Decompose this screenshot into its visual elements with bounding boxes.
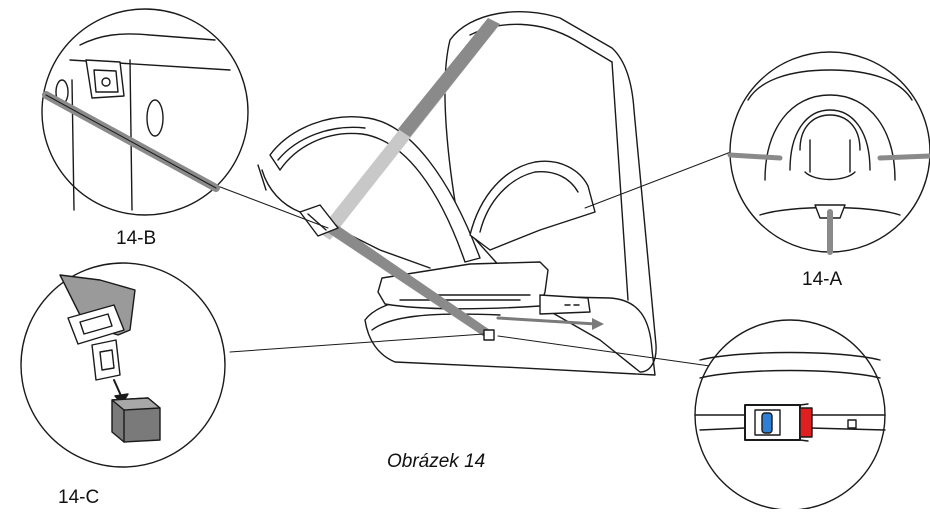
detail-circle-c xyxy=(20,262,226,468)
seat-belt-lap xyxy=(318,220,490,338)
figure-caption: Obrázek 14 xyxy=(387,451,486,472)
label-14-b: 14-B xyxy=(116,228,157,249)
car-seat-base xyxy=(377,261,591,315)
seat-buckle xyxy=(483,329,495,341)
seat-belt-diagonal xyxy=(318,18,500,240)
belt-guide-clip xyxy=(299,204,339,237)
push-arrow xyxy=(496,316,604,330)
car-seat-right-wing xyxy=(469,160,596,251)
label-14-c: 14-C xyxy=(58,487,100,508)
detail-circle-indicator xyxy=(694,319,886,511)
detail-circle-a xyxy=(727,51,930,255)
detail-circle-b xyxy=(41,8,249,216)
label-14-a: 14-A xyxy=(802,269,843,290)
leader-lines xyxy=(214,149,737,367)
